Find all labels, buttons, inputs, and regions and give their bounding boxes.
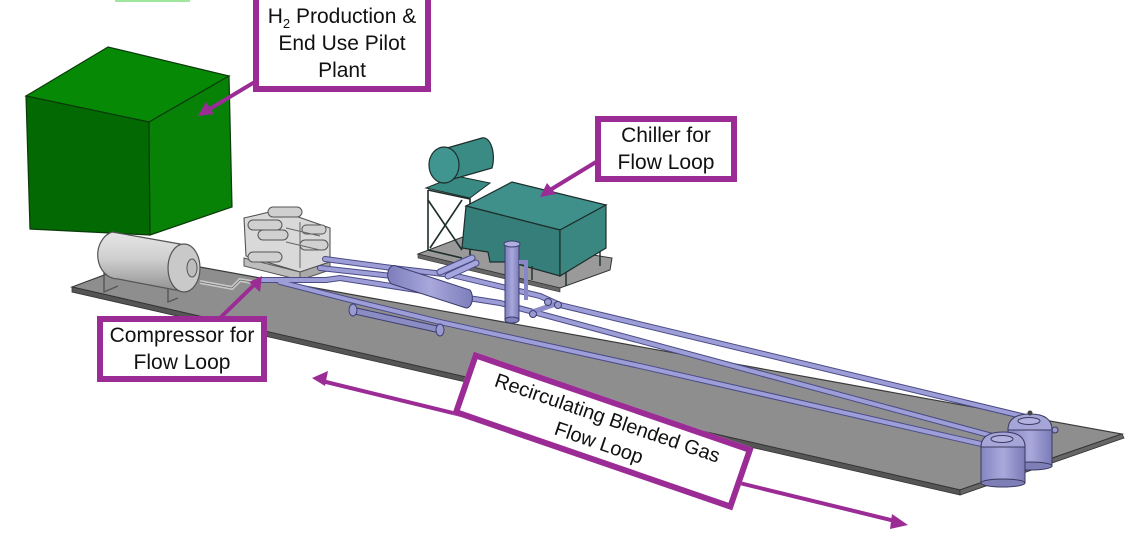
callout-compressor-line1: Compressor for [109,324,255,347]
separator-column [503,240,528,324]
flow-loop-piping [259,254,1033,449]
h2-line1-suffix: Production & [290,4,417,28]
pilot-plant-cube [24,46,233,236]
top-green-edge [115,0,190,2]
callout-compressor-line2: Flow Loop [133,351,231,374]
receiver-tank [97,231,253,304]
h2-symbol: H [267,4,283,28]
arrow-to-chiller [540,160,598,197]
callout-h2-line1: H2 Production & [268,3,416,30]
chiller-unit [424,137,608,286]
valve-cluster [529,298,562,318]
callout-chiller-line1: Chiller for [621,124,711,147]
heat-exchanger [387,265,473,309]
compressor [243,206,331,281]
callout-h2-line3: Plant [318,58,366,82]
finned-pipe-section [348,303,445,337]
arrow-to-pilot-plant [198,78,260,116]
h2-subscript: 2 [282,15,291,31]
arrow-to-compressor [218,276,262,320]
callout-h2-pilot-plant: H2 Production & End Use Pilot Plant [253,0,431,92]
callout-h2-line2: End Use Pilot [278,31,406,55]
callout-compressor: Compressor for Flow Loop [97,316,267,382]
vessel-front [980,431,1026,488]
callout-chiller: Chiller for Flow Loop [595,116,737,182]
callout-chiller-line2: Flow Loop [617,151,715,174]
end-vessels [980,410,1059,488]
